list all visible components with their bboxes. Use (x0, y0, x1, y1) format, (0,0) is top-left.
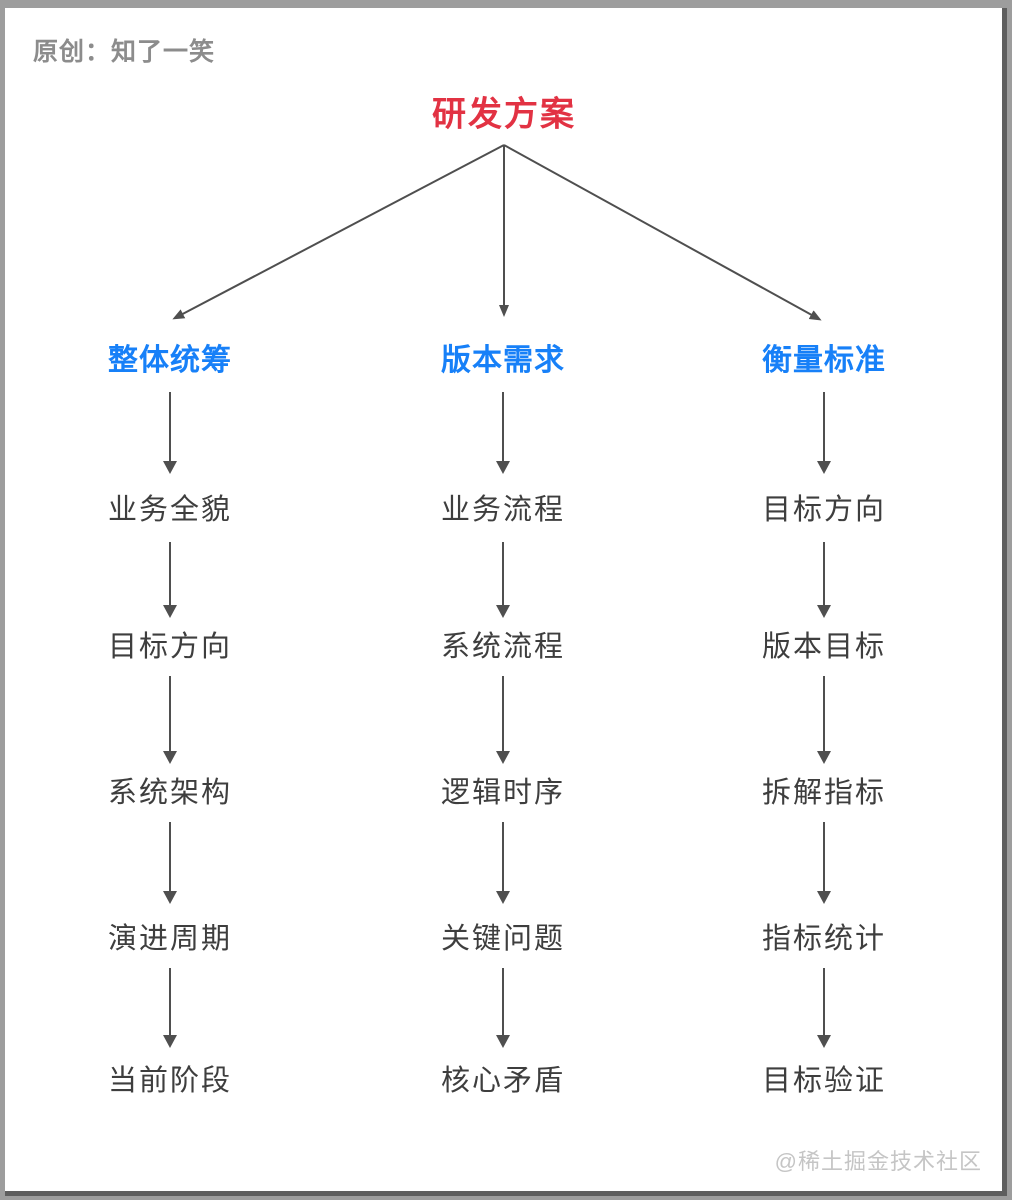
node-label: 目标方向 (761, 494, 887, 526)
down-arrow (163, 542, 177, 618)
down-arrow (817, 676, 831, 764)
down-arrow (496, 542, 510, 618)
down-arrow (496, 968, 510, 1048)
node-label: 目标方向 (107, 631, 233, 663)
node-label: 指标统计 (761, 923, 887, 955)
watermark-text: @稀土掘金技术社区 (774, 1149, 982, 1174)
node-label: 核心矛盾 (440, 1065, 566, 1097)
down-arrow (496, 392, 510, 474)
node-label: 拆解指标 (761, 777, 887, 809)
down-arrow (163, 968, 177, 1048)
node-label: 演进周期 (107, 923, 233, 955)
node-label: 业务全貌 (107, 494, 233, 526)
down-arrow (817, 542, 831, 618)
node-label: 逻辑时序 (440, 777, 566, 809)
down-arrow (163, 676, 177, 764)
node-label: 系统架构 (107, 777, 233, 809)
down-arrow (496, 676, 510, 764)
root-to-branch-1-arrow (172, 144, 505, 320)
node-label: 当前阶段 (107, 1065, 233, 1097)
branch-header-2: 版本需求 (441, 344, 565, 377)
node-label: 目标验证 (761, 1065, 887, 1097)
diagram-canvas: 原创：知了一笑 研发方案 整体统筹 版本需求 衡量标准 业务全貌 目标方向 系统… (5, 8, 1007, 1196)
down-arrow (817, 822, 831, 904)
branch-header-1: 整体统筹 (108, 344, 232, 377)
root-node-title: 研发方案 (432, 95, 576, 134)
root-to-branch-3-arrow (503, 144, 822, 321)
node-label: 关键问题 (440, 923, 566, 955)
branch-header-3: 衡量标准 (762, 344, 886, 377)
down-arrow (163, 822, 177, 904)
down-arrow (817, 392, 831, 474)
node-label: 系统流程 (440, 631, 566, 663)
attribution-text: 原创：知了一笑 (33, 38, 216, 66)
down-arrow (817, 968, 831, 1048)
node-label: 业务流程 (440, 494, 566, 526)
down-arrow (496, 822, 510, 904)
down-arrow (163, 392, 177, 474)
node-label: 版本目标 (761, 631, 887, 663)
